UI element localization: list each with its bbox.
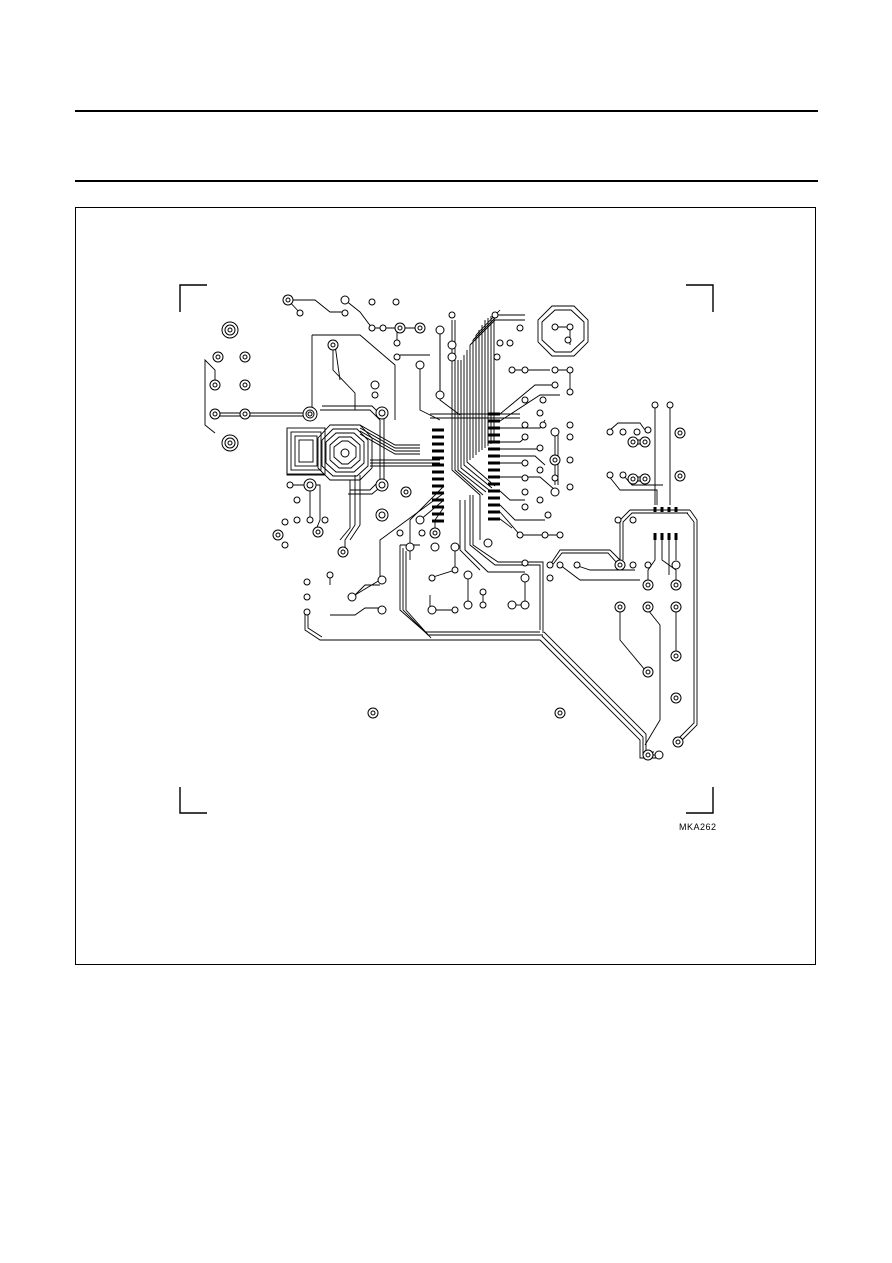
crop-mark-bottom-left bbox=[179, 787, 207, 814]
header-rule-second bbox=[75, 180, 818, 182]
header-rule-top bbox=[75, 110, 818, 112]
crop-mark-bottom-right bbox=[686, 787, 714, 814]
figure-code-label: MKA262 bbox=[679, 822, 717, 832]
pcb-pads bbox=[209, 294, 686, 761]
figure-frame bbox=[75, 207, 816, 965]
crop-mark-top-left bbox=[179, 284, 207, 312]
crop-mark-top-right bbox=[686, 284, 714, 312]
pcb-traces bbox=[204, 299, 698, 759]
